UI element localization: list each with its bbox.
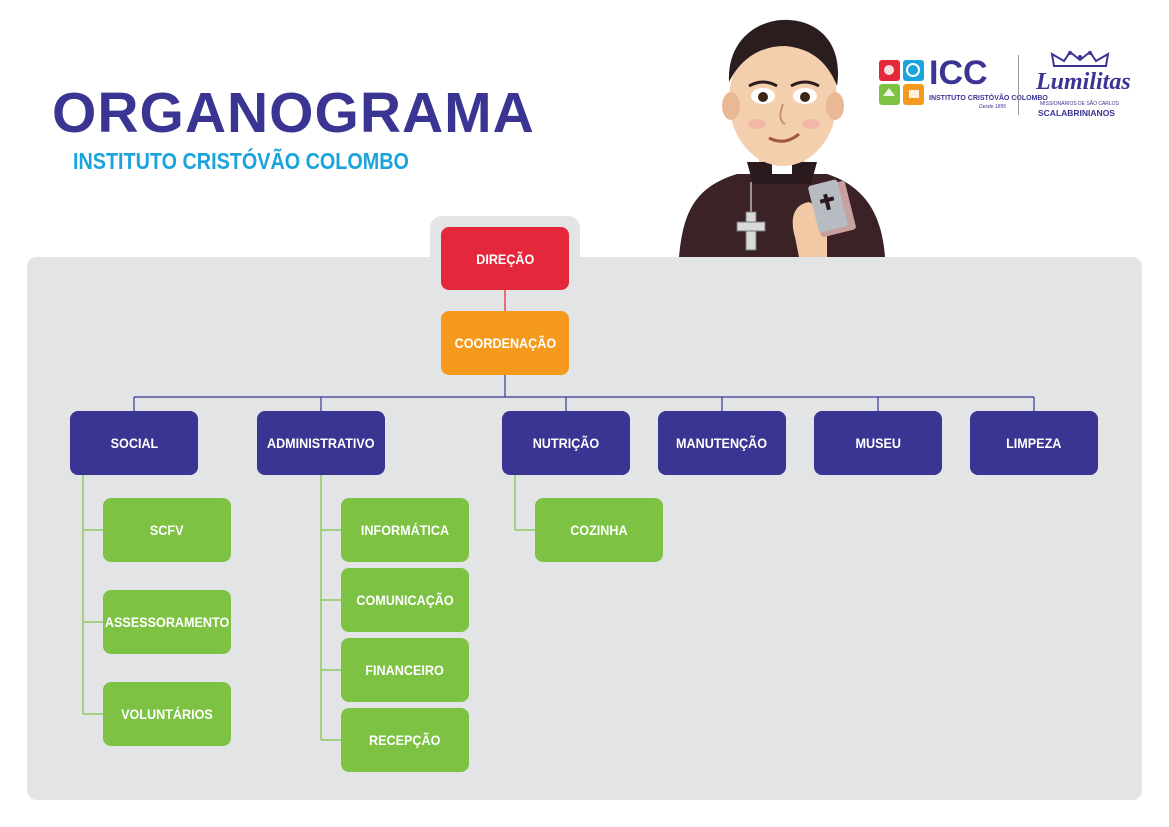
icc-logo-name: INSTITUTO CRISTÓVÃO COLOMBO [929,95,1048,102]
lumilitas-logo-text: Lumilitas [1036,69,1131,95]
node-financeiro: FINANCEIRO [341,638,469,702]
page-title: ORGANOGRAMA [52,81,535,145]
icc-logo-text: ICC [929,54,988,92]
node-informatica: INFORMÁTICA [341,498,469,562]
node-voluntarios: VOLUNTÁRIOS [103,682,231,746]
node-assessoramento: ASSESSORAMENTO [103,590,231,654]
node-museu: MUSEU [814,411,942,475]
node-social: SOCIAL [70,411,198,475]
node-comunicacao: COMUNICAÇÃO [341,568,469,632]
node-recepcao: RECEPÇÃO [341,708,469,772]
node-administrativo: ADMINISTRATIVO [257,411,385,475]
icc-logo-icon [879,60,924,105]
node-cozinha: COZINHA [535,498,663,562]
node-scfv: SCFV [103,498,231,562]
node-coordenacao: COORDENAÇÃO [441,311,569,375]
lumilitas-logo-line2: SCALABRINIANOS [1038,108,1115,118]
page-subtitle: INSTITUTO CRISTÓVÃO COLOMBO [73,148,409,174]
logo-separator [1018,55,1019,115]
priest-illustration [679,19,885,257]
icc-logo-tagline: Desde 1895 [979,104,1006,110]
lumilitas-logo-line1: MISSIONÁRIOS DE SÃO CARLOS [1040,101,1119,107]
node-direcao: DIREÇÃO [441,227,569,290]
node-limpeza: LIMPEZA [970,411,1098,475]
node-manutencao: MANUTENÇÃO [658,411,786,475]
crown-icon [1050,50,1110,67]
node-nutricao: NUTRIÇÃO [502,411,630,475]
